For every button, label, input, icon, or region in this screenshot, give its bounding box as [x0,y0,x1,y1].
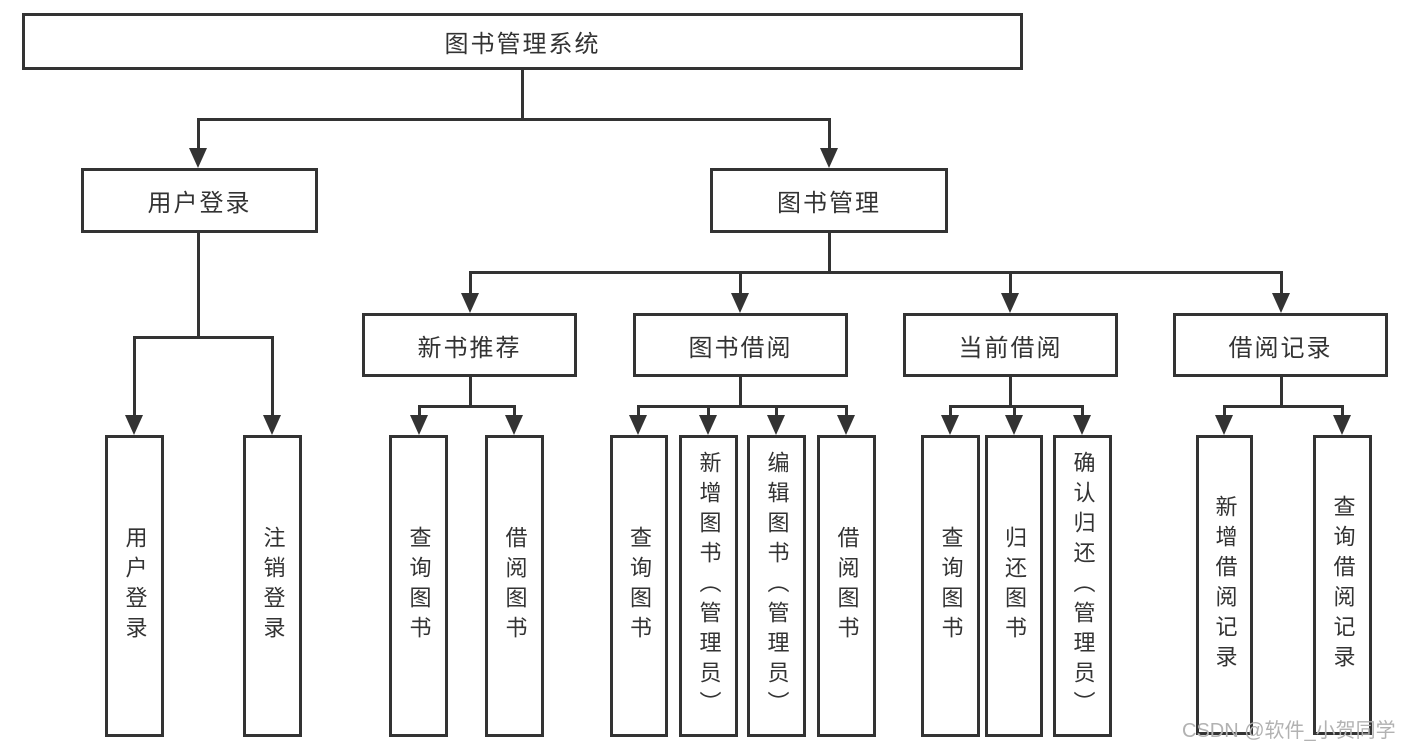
connector-line [468,271,1283,274]
csdn-watermark: CSDN @软件_小贺同学 [1182,720,1396,742]
node-label: 图书借阅 [688,334,793,362]
arrow-down-icon [461,274,479,313]
arrow-down-icon [263,339,281,435]
leaf-query-books-recommend: 查询图书 [389,435,448,737]
connector-line [132,336,274,339]
connector-line [468,377,472,408]
node-new-book-recommendation: 新书推荐 [362,313,577,377]
connector-line [520,68,524,121]
node-label: 查询图书 [406,526,432,646]
node-book-management: 图书管理 [710,168,948,233]
node-label: 当前借阅 [958,334,1063,362]
arrow-down-icon [189,121,207,168]
arrow-down-icon [410,408,428,435]
connector-line [196,118,831,121]
node-label: 归还图书 [1002,526,1027,646]
connector-line [1222,405,1344,408]
leaf-confirm-return-admin: 确认归还（管理员） [1053,435,1112,737]
connector-line [636,405,848,408]
leaf-query-books-current: 查询图书 [921,435,980,737]
node-label: 图书管理 [777,190,881,217]
node-label: 新增图书（管理员） [696,451,722,721]
node-label: 新书推荐 [417,334,522,362]
node-label: 查询图书 [938,526,964,646]
leaf-query-borrow-record: 查询借阅记录 [1313,435,1372,735]
connector-line [196,232,200,339]
leaf-add-books-admin: 新增图书（管理员） [679,435,738,737]
node-current-borrowing: 当前借阅 [903,313,1118,377]
leaf-edit-books-admin: 编辑图书（管理员） [747,435,806,737]
arrow-down-icon [1001,274,1019,313]
node-label: 图书管理系统 [444,31,601,58]
arrow-down-icon [699,408,717,435]
leaf-add-borrow-record: 新增借阅记录 [1196,435,1253,735]
connector-line [417,405,516,408]
arrow-down-icon [1215,408,1233,435]
connector-line [738,377,742,408]
node-label: 查询图书 [627,526,652,646]
connector-line [1279,377,1283,408]
node-label: 新增借阅记录 [1212,495,1238,675]
leaf-return-books: 归还图书 [985,435,1043,737]
arrow-down-icon [505,408,523,435]
leaf-borrow-books-recommend: 借阅图书 [485,435,544,737]
connector-line [827,233,831,274]
arrow-down-icon [1272,274,1290,313]
arrow-down-icon [731,274,749,313]
arrow-down-icon [1073,408,1091,435]
node-label: 借阅记录 [1228,334,1333,362]
arrow-down-icon [125,339,143,435]
leaf-logout: 注销登录 [243,435,302,737]
node-borrowing-records: 借阅记录 [1173,313,1388,377]
node-label: 注销登录 [260,526,286,646]
node-user-login: 用户登录 [81,168,318,233]
connector-line [1008,377,1012,408]
node-label: 用户登录 [122,526,148,646]
arrow-down-icon [820,121,838,168]
node-label: 借阅图书 [834,526,860,646]
leaf-user-login: 用户登录 [105,435,164,737]
connector-line [948,405,1084,408]
node-label: 用户登录 [147,190,252,217]
leaf-borrow-books-borrowing: 借阅图书 [817,435,876,737]
node-label: 查询借阅记录 [1330,495,1356,675]
arrow-down-icon [837,408,855,435]
node-label: 编辑图书（管理员） [764,451,790,721]
arrow-down-icon [767,408,785,435]
node-library-management-system: 图书管理系统 [22,13,1023,70]
arrow-down-icon [629,408,647,435]
arrow-down-icon [1333,408,1351,435]
node-label: 确认归还（管理员） [1070,451,1096,721]
arrow-down-icon [941,408,959,435]
leaf-query-books-borrowing: 查询图书 [610,435,668,737]
node-label: 借阅图书 [502,526,528,646]
arrow-down-icon [1005,408,1023,435]
node-book-borrowing: 图书借阅 [633,313,848,377]
